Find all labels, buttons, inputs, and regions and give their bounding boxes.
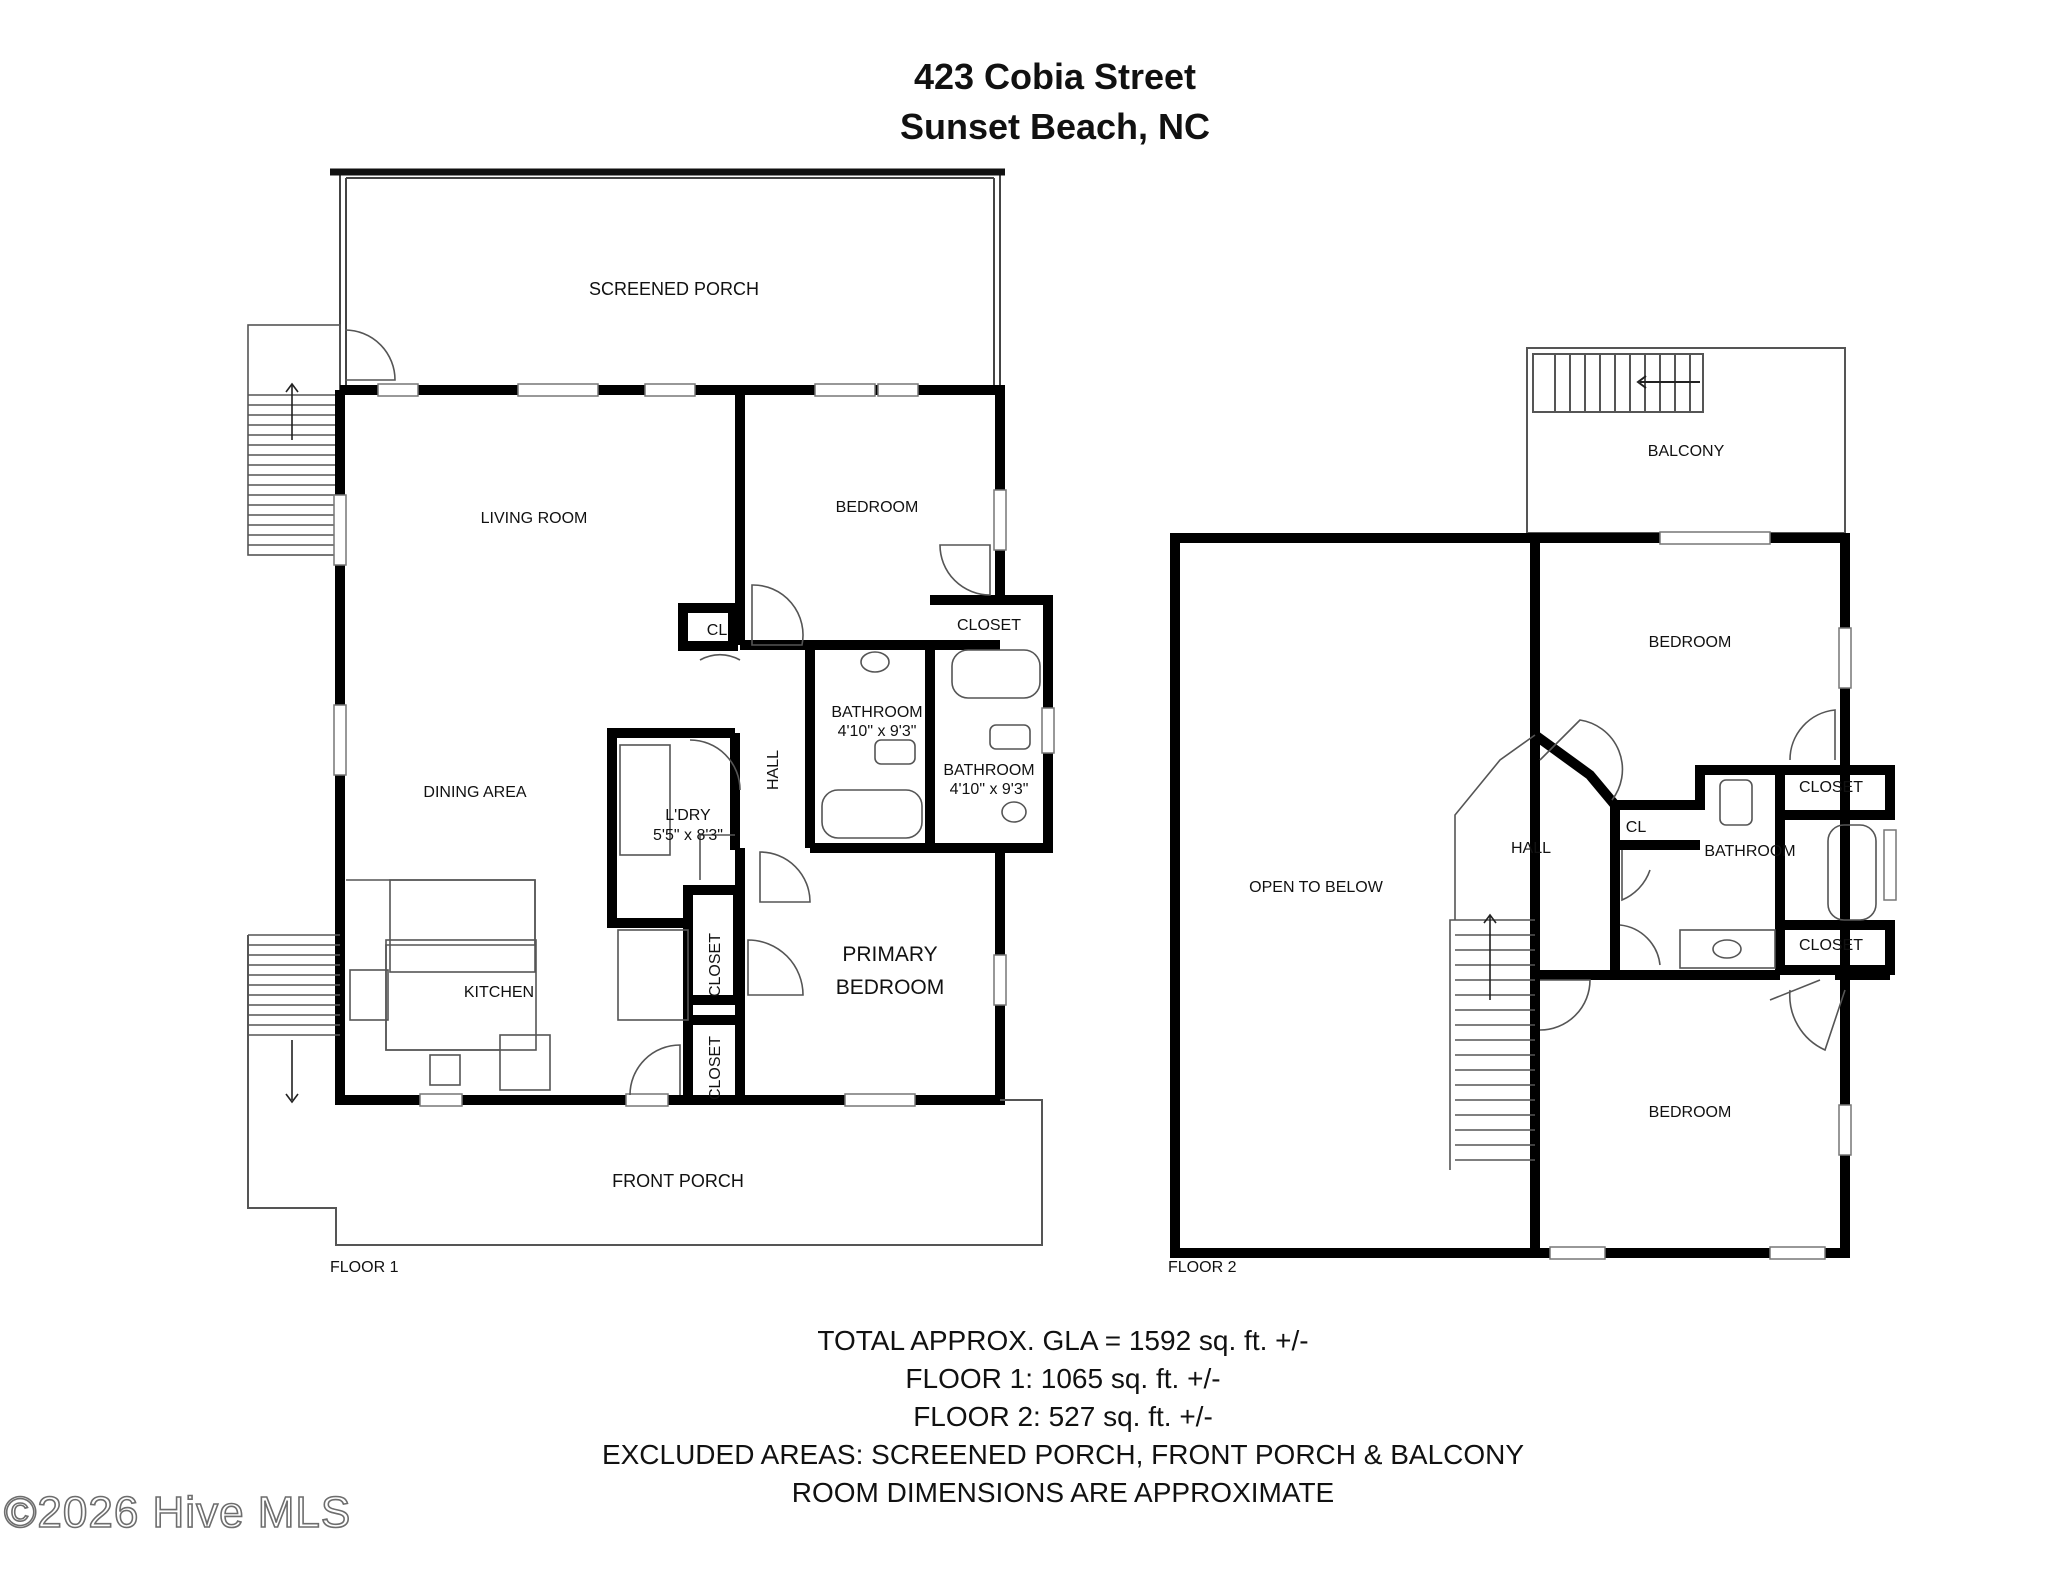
floor-1-plan: SCREENED PORCH LIVING ROOM BEDROOM CL CL… bbox=[247, 168, 1055, 1276]
room-dining-area: DINING AREA bbox=[423, 784, 526, 801]
summary-note: ROOM DIMENSIONS ARE APPROXIMATE bbox=[791, 1477, 1335, 1508]
watermark: ©2026 Hive MLS bbox=[3, 1487, 352, 1538]
floor-2-plan: BALCONY BEDROOM OPEN TO BELOW HALL CL BA… bbox=[1168, 347, 1897, 1276]
room-closet-b-f1: CLOSET bbox=[707, 1036, 724, 1100]
summary-excluded: EXCLUDED AREAS: SCREENED PORCH, FRONT PO… bbox=[601, 1439, 1525, 1470]
summary-total: TOTAL APPROX. GLA = 1592 sq. ft. +/- bbox=[817, 1325, 1309, 1356]
room-cl-f1: CL bbox=[707, 622, 728, 639]
room-closet-bottom-f2: CLOSET bbox=[1799, 937, 1863, 954]
floor-2-windows bbox=[1549, 531, 1897, 1260]
room-closet-top-f1: CLOSET bbox=[957, 617, 1021, 634]
floor-2-walls bbox=[1170, 533, 1895, 1258]
kitchen-counters bbox=[346, 834, 735, 1051]
room-front-porch: FRONT PORCH bbox=[612, 1171, 744, 1191]
room-bathroom-2-dim: 4'10" x 9'3" bbox=[950, 781, 1029, 798]
room-living-room: LIVING ROOM bbox=[481, 510, 588, 527]
porch-door-swing bbox=[344, 329, 396, 381]
room-primary-bedroom-2: BEDROOM bbox=[836, 976, 945, 999]
floor-2-stairs bbox=[1449, 734, 1536, 1170]
summary-floor-2: FLOOR 2: 527 sq. ft. +/- bbox=[913, 1401, 1213, 1432]
front-porch-outline bbox=[247, 935, 1043, 1246]
floor-2-doors bbox=[1539, 709, 1846, 1052]
left-stairs-bottom bbox=[248, 934, 340, 1104]
room-bathroom-1-name: BATHROOM bbox=[831, 704, 922, 721]
room-open-to-below: OPEN TO BELOW bbox=[1249, 879, 1384, 896]
room-bedroom-f1: BEDROOM bbox=[836, 499, 919, 516]
floor-2-label: FLOOR 2 bbox=[1168, 1259, 1237, 1276]
screened-porch bbox=[330, 168, 1005, 391]
address-title: 423 Cobia Street bbox=[913, 56, 1197, 97]
room-bedroom-top-f2: BEDROOM bbox=[1649, 634, 1732, 651]
room-laundry-dim: 5'5" x 8'3" bbox=[653, 827, 723, 844]
room-cl-f2: CL bbox=[1626, 819, 1647, 836]
summary-floor-1: FLOOR 1: 1065 sq. ft. +/- bbox=[905, 1363, 1221, 1394]
room-kitchen: KITCHEN bbox=[464, 984, 534, 1001]
room-closet-a-f1: CLOSET bbox=[707, 933, 724, 997]
balcony bbox=[1526, 347, 1846, 534]
room-bathroom-2-name: BATHROOM bbox=[943, 762, 1034, 779]
room-bedroom-bottom-f2: BEDROOM bbox=[1649, 1104, 1732, 1121]
room-laundry-name: L'DRY bbox=[665, 807, 711, 824]
room-closet-top-f2: CLOSET bbox=[1799, 779, 1863, 796]
room-bathroom-f2: BATHROOM bbox=[1704, 843, 1795, 860]
left-stairs-top bbox=[247, 324, 341, 556]
floor-1-doors bbox=[629, 544, 991, 1096]
city-title: Sunset Beach, NC bbox=[899, 106, 1211, 147]
floor-2-fixtures bbox=[1679, 779, 1877, 969]
room-bathroom-1-dim: 4'10" x 9'3" bbox=[838, 723, 917, 740]
room-screened-porch: SCREENED PORCH bbox=[589, 279, 759, 299]
room-hall-f2: HALL bbox=[1511, 840, 1551, 857]
room-balcony: BALCONY bbox=[1648, 443, 1725, 460]
room-hall-f1: HALL bbox=[765, 750, 782, 790]
floor-1-windows bbox=[333, 383, 1055, 1107]
room-primary-bedroom-1: PRIMARY bbox=[842, 943, 937, 966]
floor-1-label: FLOOR 1 bbox=[330, 1259, 399, 1276]
